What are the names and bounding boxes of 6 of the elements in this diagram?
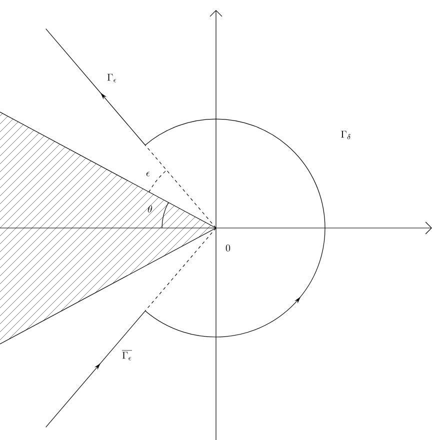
origin-label: $0$ <box>226 244 230 252</box>
curve-label: $\Gamma_\delta$ <box>341 130 350 140</box>
curve-label: $\Gamma_\epsilon$ <box>107 74 116 82</box>
curve-label: $\overline{\Gamma_\epsilon}$ <box>122 350 132 360</box>
angle-label: $\theta$ <box>148 205 152 213</box>
angle-label: $\epsilon$ <box>146 172 150 176</box>
